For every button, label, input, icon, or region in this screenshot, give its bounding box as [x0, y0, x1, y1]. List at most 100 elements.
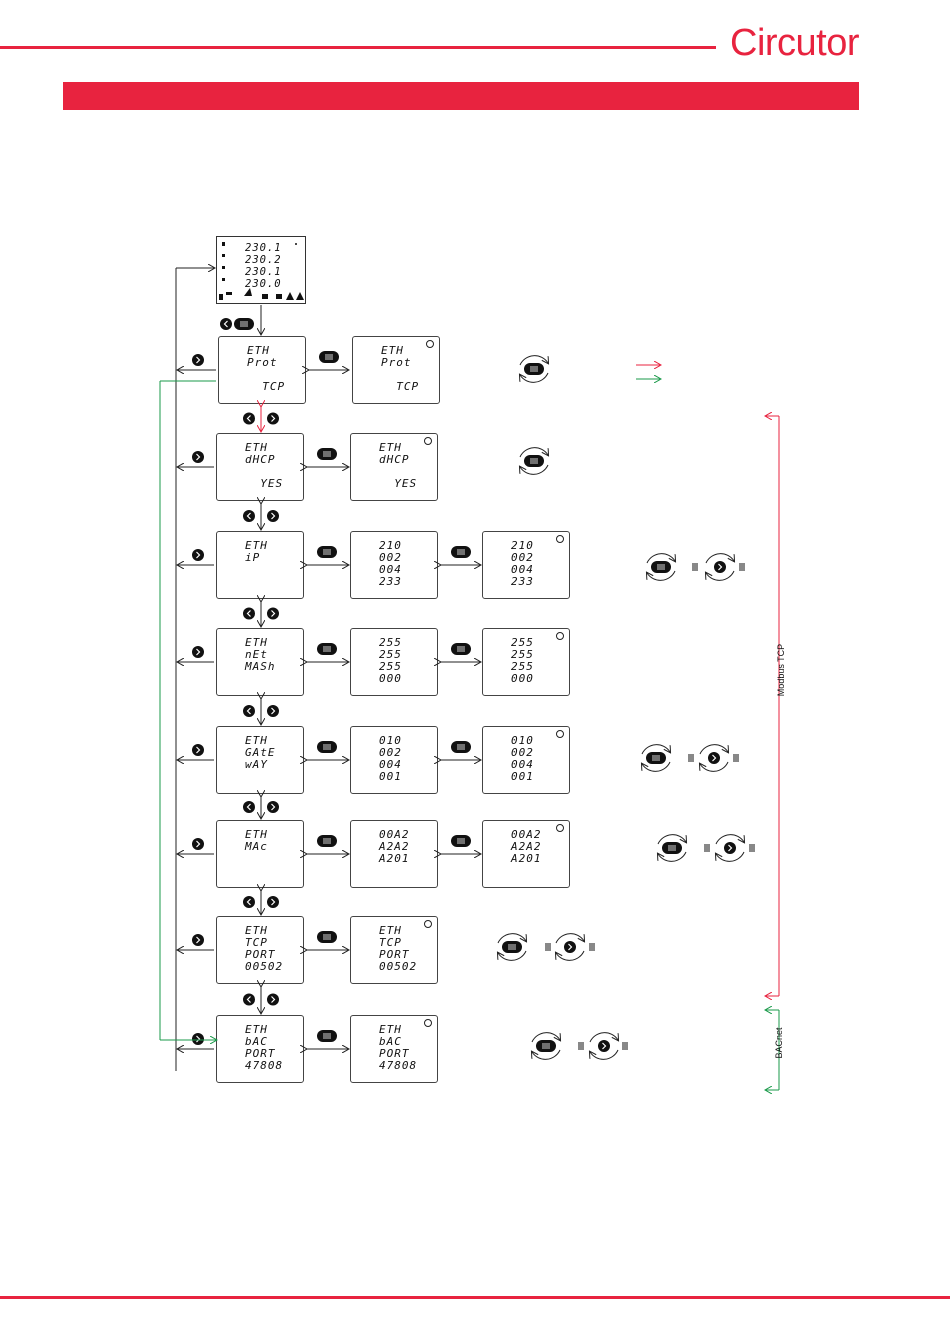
right-button-icon — [192, 744, 204, 756]
bacnet-label: BACnet — [774, 1027, 784, 1059]
right-button-icon — [564, 941, 576, 953]
menu-button-icon — [317, 546, 337, 558]
screen-text-line: 002 — [379, 551, 402, 564]
screen-text-line: 000 — [511, 672, 534, 685]
edit-mode-icon — [424, 1019, 432, 1027]
menu-button-icon — [317, 448, 337, 460]
right-button-icon — [267, 993, 279, 1006]
menu-button-icon — [451, 835, 471, 847]
screen-text-line: YES — [245, 477, 284, 490]
right-button-icon — [192, 934, 204, 946]
left-button-icon — [243, 705, 255, 717]
modbus-tcp-label: Modbus TCP — [776, 643, 786, 697]
screen-text-line: PORT — [379, 1047, 410, 1060]
screen-text-line: iP — [245, 551, 261, 564]
screen-text-line: 00A2 — [379, 828, 410, 841]
screen-text-line: TCP — [381, 380, 420, 393]
left-button-icon — [243, 801, 255, 813]
menu-button-icon — [524, 363, 544, 375]
section-banner — [63, 82, 859, 110]
screen-text-line: A201 — [379, 852, 410, 865]
right-button-icon — [192, 549, 204, 561]
screen-text-line: MAc — [245, 840, 268, 853]
menu-button-icon — [646, 752, 666, 764]
digit-marker-icon — [622, 1042, 628, 1050]
screen-text-line: 010 — [511, 734, 534, 747]
screen-text-line: bAC — [245, 1035, 268, 1048]
screen-text-line: Prot — [247, 356, 278, 369]
right-button-icon — [192, 451, 204, 463]
screen-text-line: ETH — [379, 441, 402, 454]
left-button-icon — [243, 896, 255, 908]
main-display-line: 230.1 — [245, 266, 282, 278]
menu-button-icon — [451, 546, 471, 558]
screen-text-line: YES — [379, 477, 418, 490]
screen-text-line: 001 — [511, 770, 534, 783]
digit-marker-icon — [692, 563, 698, 571]
screen-text-line: TCP — [247, 380, 286, 393]
screen-text-line: 255 — [379, 648, 402, 661]
screen-text-line: ETH — [245, 734, 268, 747]
screen-text-line: 002 — [379, 746, 402, 759]
screen-text-line: 00A2 — [511, 828, 542, 841]
screen-text-line: 255 — [511, 636, 534, 649]
left-button-icon — [243, 607, 255, 620]
digit-marker-icon — [688, 754, 694, 762]
edit-mode-icon — [426, 340, 434, 348]
screen-text-line: 00502 — [245, 960, 284, 973]
screen-text-line: 255 — [511, 648, 534, 661]
menu-button-icon — [651, 561, 671, 573]
screen-text-line: ETH — [245, 636, 268, 649]
screen-text-line: GAtE — [245, 746, 276, 759]
screen-text-line: 010 — [379, 734, 402, 747]
screen-text-line: dHCP — [379, 453, 410, 466]
screen-text-line: ETH — [245, 441, 268, 454]
screen-text-line: PORT — [379, 948, 410, 961]
screen-text-line: Prot — [381, 356, 412, 369]
screen-text-line: 47808 — [245, 1059, 284, 1072]
screen-text-line: ETH — [379, 924, 402, 937]
right-button-icon — [708, 752, 720, 764]
edit-mode-icon — [556, 535, 564, 543]
digit-marker-icon — [704, 844, 710, 852]
right-button-icon — [267, 801, 279, 813]
right-button-icon — [598, 1040, 610, 1052]
footer-rule — [0, 1296, 950, 1299]
screen-text-line: 255 — [379, 660, 402, 673]
screen-text-line: 47808 — [379, 1059, 418, 1072]
screen-text-line: 233 — [379, 575, 402, 588]
screen-text-line: 210 — [379, 539, 402, 552]
left-button-icon — [220, 318, 232, 330]
screen-text-line: 255 — [511, 660, 534, 673]
menu-button-icon — [317, 643, 337, 655]
screen-text-line: PORT — [245, 948, 276, 961]
edit-mode-icon — [424, 920, 432, 928]
screen-text-line: TCP — [379, 936, 402, 949]
main-display: 230.1 230.2 230.1 230.0 — [216, 236, 306, 304]
screen-text-line: 002 — [511, 746, 534, 759]
right-button-icon — [267, 607, 279, 620]
screen-text-line: MASh — [245, 660, 276, 673]
right-button-icon — [192, 838, 204, 850]
screen-text-line: 000 — [379, 672, 402, 685]
menu-button-icon — [317, 835, 337, 847]
left-button-icon — [243, 412, 255, 425]
screen-text-line: 004 — [511, 758, 534, 771]
main-display-line: 230.2 — [245, 254, 282, 266]
right-button-icon — [192, 646, 204, 658]
menu-button-icon — [317, 931, 337, 943]
screen-text-line: 233 — [511, 575, 534, 588]
circutor-logo: Circutor — [730, 22, 860, 64]
